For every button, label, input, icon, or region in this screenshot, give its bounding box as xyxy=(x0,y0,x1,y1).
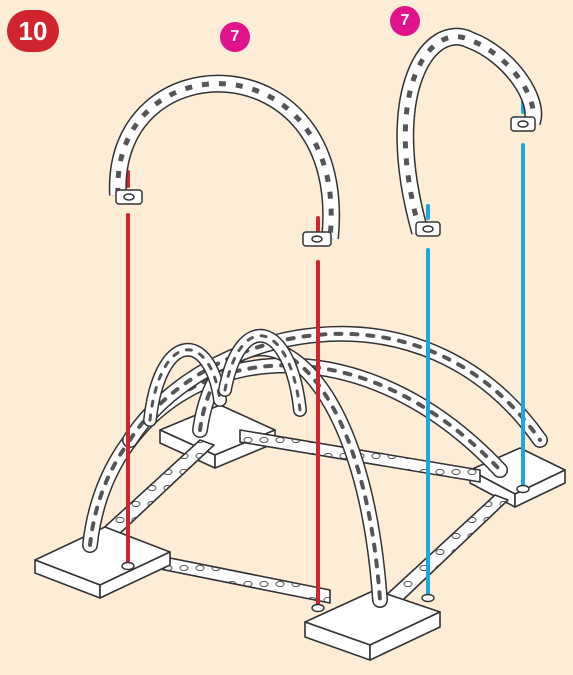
curved-arch-piece-icon xyxy=(116,84,331,246)
step-number-badge: 10 xyxy=(7,10,59,52)
quantity-badge-left-arch: 7 xyxy=(220,22,250,52)
quantity-badge-right-arch: 7 xyxy=(390,6,420,36)
plate-front-left xyxy=(35,527,170,598)
connector-peg-icon xyxy=(416,117,535,236)
base-frame xyxy=(35,405,565,660)
connector-peg-icon xyxy=(116,190,331,246)
curved-arch-piece-icon xyxy=(405,37,535,236)
